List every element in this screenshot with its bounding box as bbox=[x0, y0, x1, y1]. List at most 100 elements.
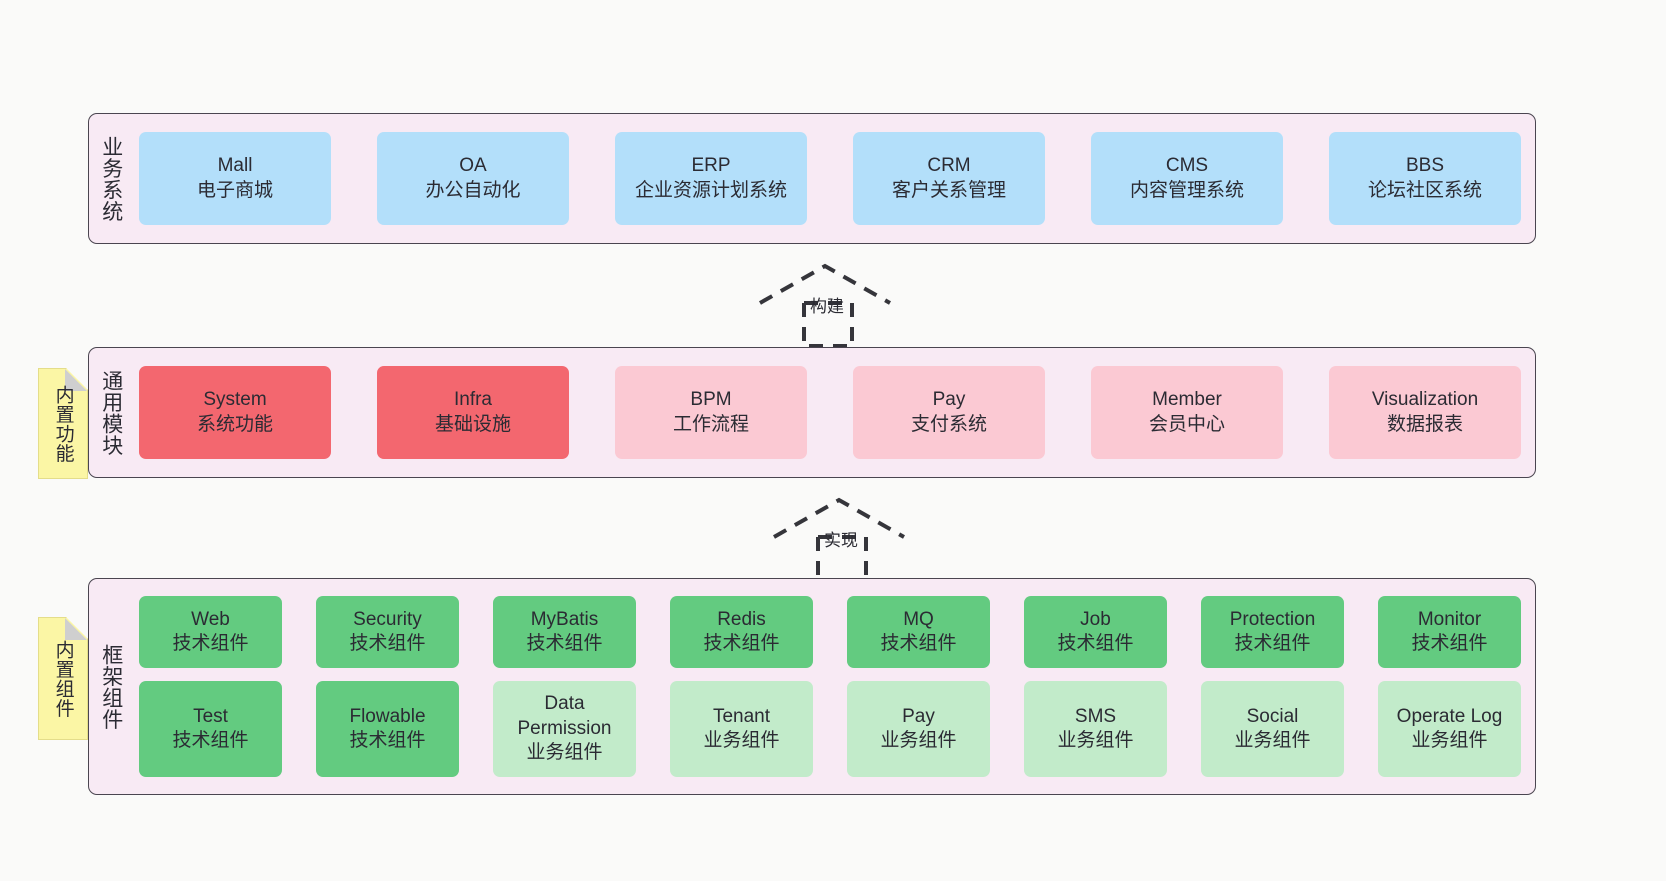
layer-common-modules: 通用模块 System 系统功能 Infra 基础设施 BPM 工作流程 bbox=[88, 347, 1536, 478]
note-builtin-components: 内置组件 bbox=[38, 617, 88, 740]
card-sms[interactable]: SMS 业务组件 bbox=[1024, 680, 1167, 777]
card-title: Member bbox=[1152, 389, 1222, 411]
card-title: CMS bbox=[1165, 155, 1209, 177]
card-member[interactable]: Member 会员中心 bbox=[1091, 366, 1283, 459]
card-pay-business[interactable]: Pay 业务组件 bbox=[847, 680, 990, 777]
card-subtitle: 技术组件 bbox=[172, 632, 249, 654]
card-title: Security bbox=[353, 608, 422, 630]
card-flowable[interactable]: Flowable 技术组件 bbox=[316, 680, 459, 777]
card-subtitle: 业务组件 bbox=[1057, 729, 1134, 751]
card-title: MyBatis bbox=[530, 608, 599, 630]
card-protection[interactable]: Protection 技术组件 bbox=[1201, 596, 1344, 668]
card-subtitle: 业务组件 bbox=[526, 742, 603, 764]
card-subtitle: 基础设施 bbox=[434, 413, 511, 435]
card-title: System bbox=[203, 389, 267, 411]
card-subtitle: 企业资源计划系统 bbox=[634, 179, 787, 201]
card-subtitle: 业务组件 bbox=[1411, 729, 1488, 751]
card-visualization[interactable]: Visualization 数据报表 bbox=[1329, 366, 1521, 459]
card-subtitle: 业务组件 bbox=[703, 729, 780, 751]
layer-body-business: Mall 电子商城 OA 办公自动化 ERP 企业资源计划系统 CRM 客户关系… bbox=[133, 114, 1535, 243]
card-subtitle: 会员中心 bbox=[1148, 413, 1225, 435]
card-subtitle: 业务组件 bbox=[880, 729, 957, 751]
card-title: Job bbox=[1080, 608, 1111, 630]
card-subtitle: 技术组件 bbox=[1234, 632, 1311, 654]
framework-row-technical: Web 技术组件 Security 技术组件 MyBatis 技术组件 Redi… bbox=[139, 596, 1521, 668]
framework-row-business: Test 技术组件 Flowable 技术组件 Data Permission … bbox=[139, 680, 1521, 777]
module-row: System 系统功能 Infra 基础设施 BPM 工作流程 Pay 支付系统 bbox=[139, 366, 1521, 459]
card-subtitle: 技术组件 bbox=[1057, 632, 1134, 654]
card-social[interactable]: Social 业务组件 bbox=[1201, 680, 1344, 777]
module-rows: System 系统功能 Infra 基础设施 BPM 工作流程 Pay 支付系统 bbox=[139, 348, 1521, 477]
layer-title-modules: 通用模块 bbox=[99, 369, 123, 456]
card-title: ERP bbox=[691, 155, 731, 177]
card-title: MQ bbox=[903, 608, 934, 630]
card-security[interactable]: Security 技术组件 bbox=[316, 596, 459, 668]
note-fold-corner bbox=[65, 618, 87, 640]
layer-title-business: 业务系统 bbox=[99, 135, 123, 222]
layer-business-system: 业务系统 Mall 电子商城 OA 办公自动化 ERP 企业资源计划系统 bbox=[88, 113, 1536, 244]
card-title: Web bbox=[191, 608, 230, 630]
card-redis[interactable]: Redis 技术组件 bbox=[670, 596, 813, 668]
card-subtitle: 办公自动化 bbox=[425, 179, 521, 201]
card-mybatis[interactable]: MyBatis 技术组件 bbox=[493, 596, 636, 668]
layer-framework-components: 框架组件 Web 技术组件 Security 技术组件 MyBatis 技术组件 bbox=[88, 578, 1536, 795]
card-crm[interactable]: CRM 客户关系管理 bbox=[853, 132, 1045, 225]
card-subtitle: 系统功能 bbox=[196, 413, 273, 435]
card-tenant[interactable]: Tenant 业务组件 bbox=[670, 680, 813, 777]
card-title: Mall bbox=[217, 155, 253, 177]
card-monitor[interactable]: Monitor 技术组件 bbox=[1378, 596, 1521, 668]
card-title: OA bbox=[459, 155, 487, 177]
card-subtitle: 数据报表 bbox=[1386, 413, 1463, 435]
card-oa[interactable]: OA 办公自动化 bbox=[377, 132, 569, 225]
card-title: Redis bbox=[717, 608, 766, 630]
business-row: Mall 电子商城 OA 办公自动化 ERP 企业资源计划系统 CRM 客户关系… bbox=[139, 132, 1521, 225]
card-subtitle: 技术组件 bbox=[172, 729, 249, 751]
card-data-permission[interactable]: Data Permission 业务组件 bbox=[493, 680, 636, 777]
layer-title-framework: 框架组件 bbox=[99, 643, 123, 730]
card-pay[interactable]: Pay 支付系统 bbox=[853, 366, 1045, 459]
card-subtitle: 客户关系管理 bbox=[891, 179, 1006, 201]
card-title: Pay bbox=[932, 389, 966, 411]
card-title: Protection bbox=[1229, 608, 1316, 630]
framework-rows: Web 技术组件 Security 技术组件 MyBatis 技术组件 Redi… bbox=[139, 579, 1521, 794]
card-title: Tenant bbox=[712, 705, 771, 727]
card-title: SMS bbox=[1074, 705, 1117, 727]
card-subtitle: 业务组件 bbox=[1234, 729, 1311, 751]
card-title: Pay bbox=[902, 705, 935, 727]
card-bbs[interactable]: BBS 论坛社区系统 bbox=[1329, 132, 1521, 225]
card-subtitle: 支付系统 bbox=[910, 413, 987, 435]
card-title: Visualization bbox=[1371, 389, 1479, 411]
card-erp[interactable]: ERP 企业资源计划系统 bbox=[615, 132, 807, 225]
card-web[interactable]: Web 技术组件 bbox=[139, 596, 282, 668]
card-mq[interactable]: MQ 技术组件 bbox=[847, 596, 990, 668]
card-mall[interactable]: Mall 电子商城 bbox=[139, 132, 331, 225]
layer-body-modules: System 系统功能 Infra 基础设施 BPM 工作流程 Pay 支付系统 bbox=[133, 348, 1535, 477]
card-title: Flowable bbox=[349, 705, 426, 727]
card-subtitle: 论坛社区系统 bbox=[1367, 179, 1482, 201]
card-job[interactable]: Job 技术组件 bbox=[1024, 596, 1167, 668]
card-subtitle: 技术组件 bbox=[703, 632, 780, 654]
card-title: Operate Log bbox=[1396, 705, 1503, 727]
card-subtitle: 技术组件 bbox=[526, 632, 603, 654]
card-title: CRM bbox=[927, 155, 971, 177]
card-cms[interactable]: CMS 内容管理系统 bbox=[1091, 132, 1283, 225]
card-bpm[interactable]: BPM 工作流程 bbox=[615, 366, 807, 459]
card-infra[interactable]: Infra 基础设施 bbox=[377, 366, 569, 459]
card-title: Social bbox=[1246, 705, 1299, 727]
card-test[interactable]: Test 技术组件 bbox=[139, 680, 282, 777]
card-subtitle: 技术组件 bbox=[349, 729, 426, 751]
card-operate-log[interactable]: Operate Log 业务组件 bbox=[1378, 680, 1521, 777]
note-label: 内置组件 bbox=[52, 639, 74, 718]
card-system[interactable]: System 系统功能 bbox=[139, 366, 331, 459]
note-label: 内置功能 bbox=[52, 384, 74, 463]
card-title: BBS bbox=[1405, 155, 1445, 177]
note-builtin-functions: 内置功能 bbox=[38, 368, 88, 479]
connector-build-label: 构建 bbox=[810, 297, 844, 316]
layer-body-framework: Web 技术组件 Security 技术组件 MyBatis 技术组件 Redi… bbox=[133, 579, 1535, 794]
card-subtitle: 技术组件 bbox=[1411, 632, 1488, 654]
connector-implement-label: 实现 bbox=[824, 531, 858, 550]
card-title: Data Permission bbox=[517, 693, 612, 739]
card-subtitle: 电子商城 bbox=[196, 179, 273, 201]
card-title: Infra bbox=[453, 389, 493, 411]
